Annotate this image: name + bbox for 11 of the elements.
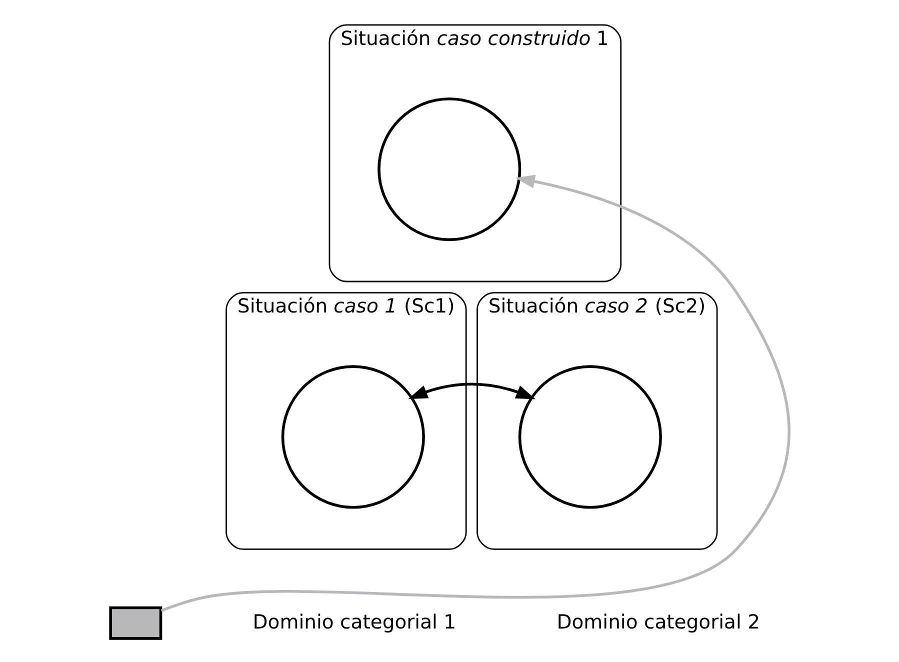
label: Dominio categorial 2 [556, 610, 760, 634]
arrow [160, 174, 790, 612]
label: Dominio categorial 1 [252, 610, 456, 634]
node-circle [280, 365, 424, 509]
cluster: Situación caso 2 (Sc2) [476, 292, 718, 550]
node-circle [377, 97, 521, 242]
arrow [408, 382, 536, 400]
cluster: Situación caso 1 (Sc1) [225, 292, 466, 550]
node-box [108, 606, 162, 640]
cluster: Situación caso construido 1 [328, 24, 622, 282]
node-circle [518, 365, 662, 509]
